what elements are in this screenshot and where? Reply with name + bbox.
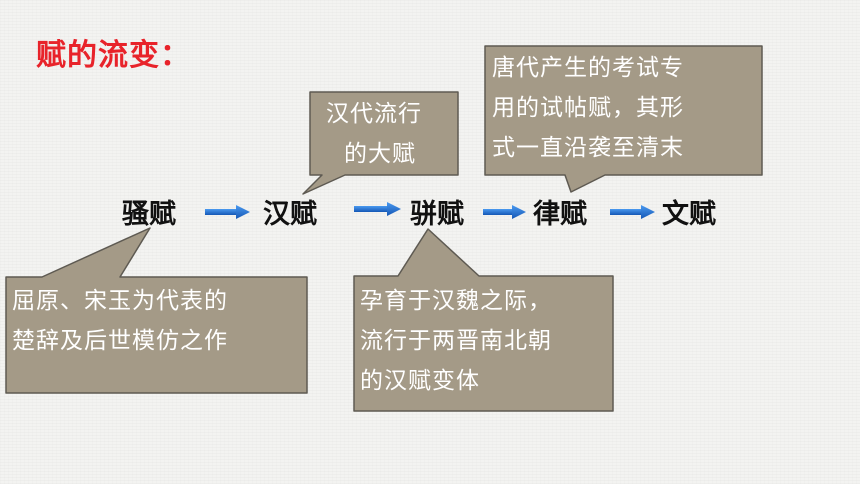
callout-sao-text: 屈原、宋玉为代表的 楚辞及后世模仿之作 [12, 281, 228, 361]
callout-han-line: 汉代流行 [326, 101, 422, 127]
callout-sao-line: 楚辞及后世模仿之作 [12, 328, 228, 354]
node-saofu: 骚赋 [122, 199, 176, 230]
arrow-3 [483, 205, 526, 219]
node-hanfu: 汉赋 [263, 199, 317, 230]
callout-sao-line: 屈原、宋玉为代表的 [12, 288, 228, 314]
arrow-2 [354, 202, 401, 216]
callout-pian-line: 的汉赋变体 [360, 368, 480, 394]
callout-han [302, 91, 459, 195]
callout-lv [484, 45, 763, 193]
page-title: 赋的流变： [36, 38, 191, 73]
callout-han-text: 汉代流行 的大赋 [326, 94, 422, 174]
node-pianfu: 骈赋 [410, 199, 464, 230]
callout-pian-text: 孕育于汉魏之际， 流行于两晋南北朝 的汉赋变体 [360, 281, 552, 401]
callout-pian [353, 228, 614, 412]
callout-lv-line: 唐代产生的考试专 [492, 55, 684, 81]
callout-pian-line: 孕育于汉魏之际， [360, 288, 552, 314]
node-wenfu: 文赋 [662, 199, 716, 230]
callout-lv-line: 用的试帖赋，其形 [492, 95, 684, 121]
callout-lv-text: 唐代产生的考试专 用的试帖赋，其形 式一直沿袭至清末 [492, 48, 684, 168]
callout-sao [5, 227, 308, 394]
arrow-4 [610, 205, 655, 219]
callout-lv-line: 式一直沿袭至清末 [492, 135, 684, 161]
arrow-1 [205, 205, 250, 219]
node-lvfu: 律赋 [533, 199, 587, 230]
callout-han-line: 的大赋 [344, 141, 416, 167]
callout-pian-line: 流行于两晋南北朝 [360, 328, 552, 354]
